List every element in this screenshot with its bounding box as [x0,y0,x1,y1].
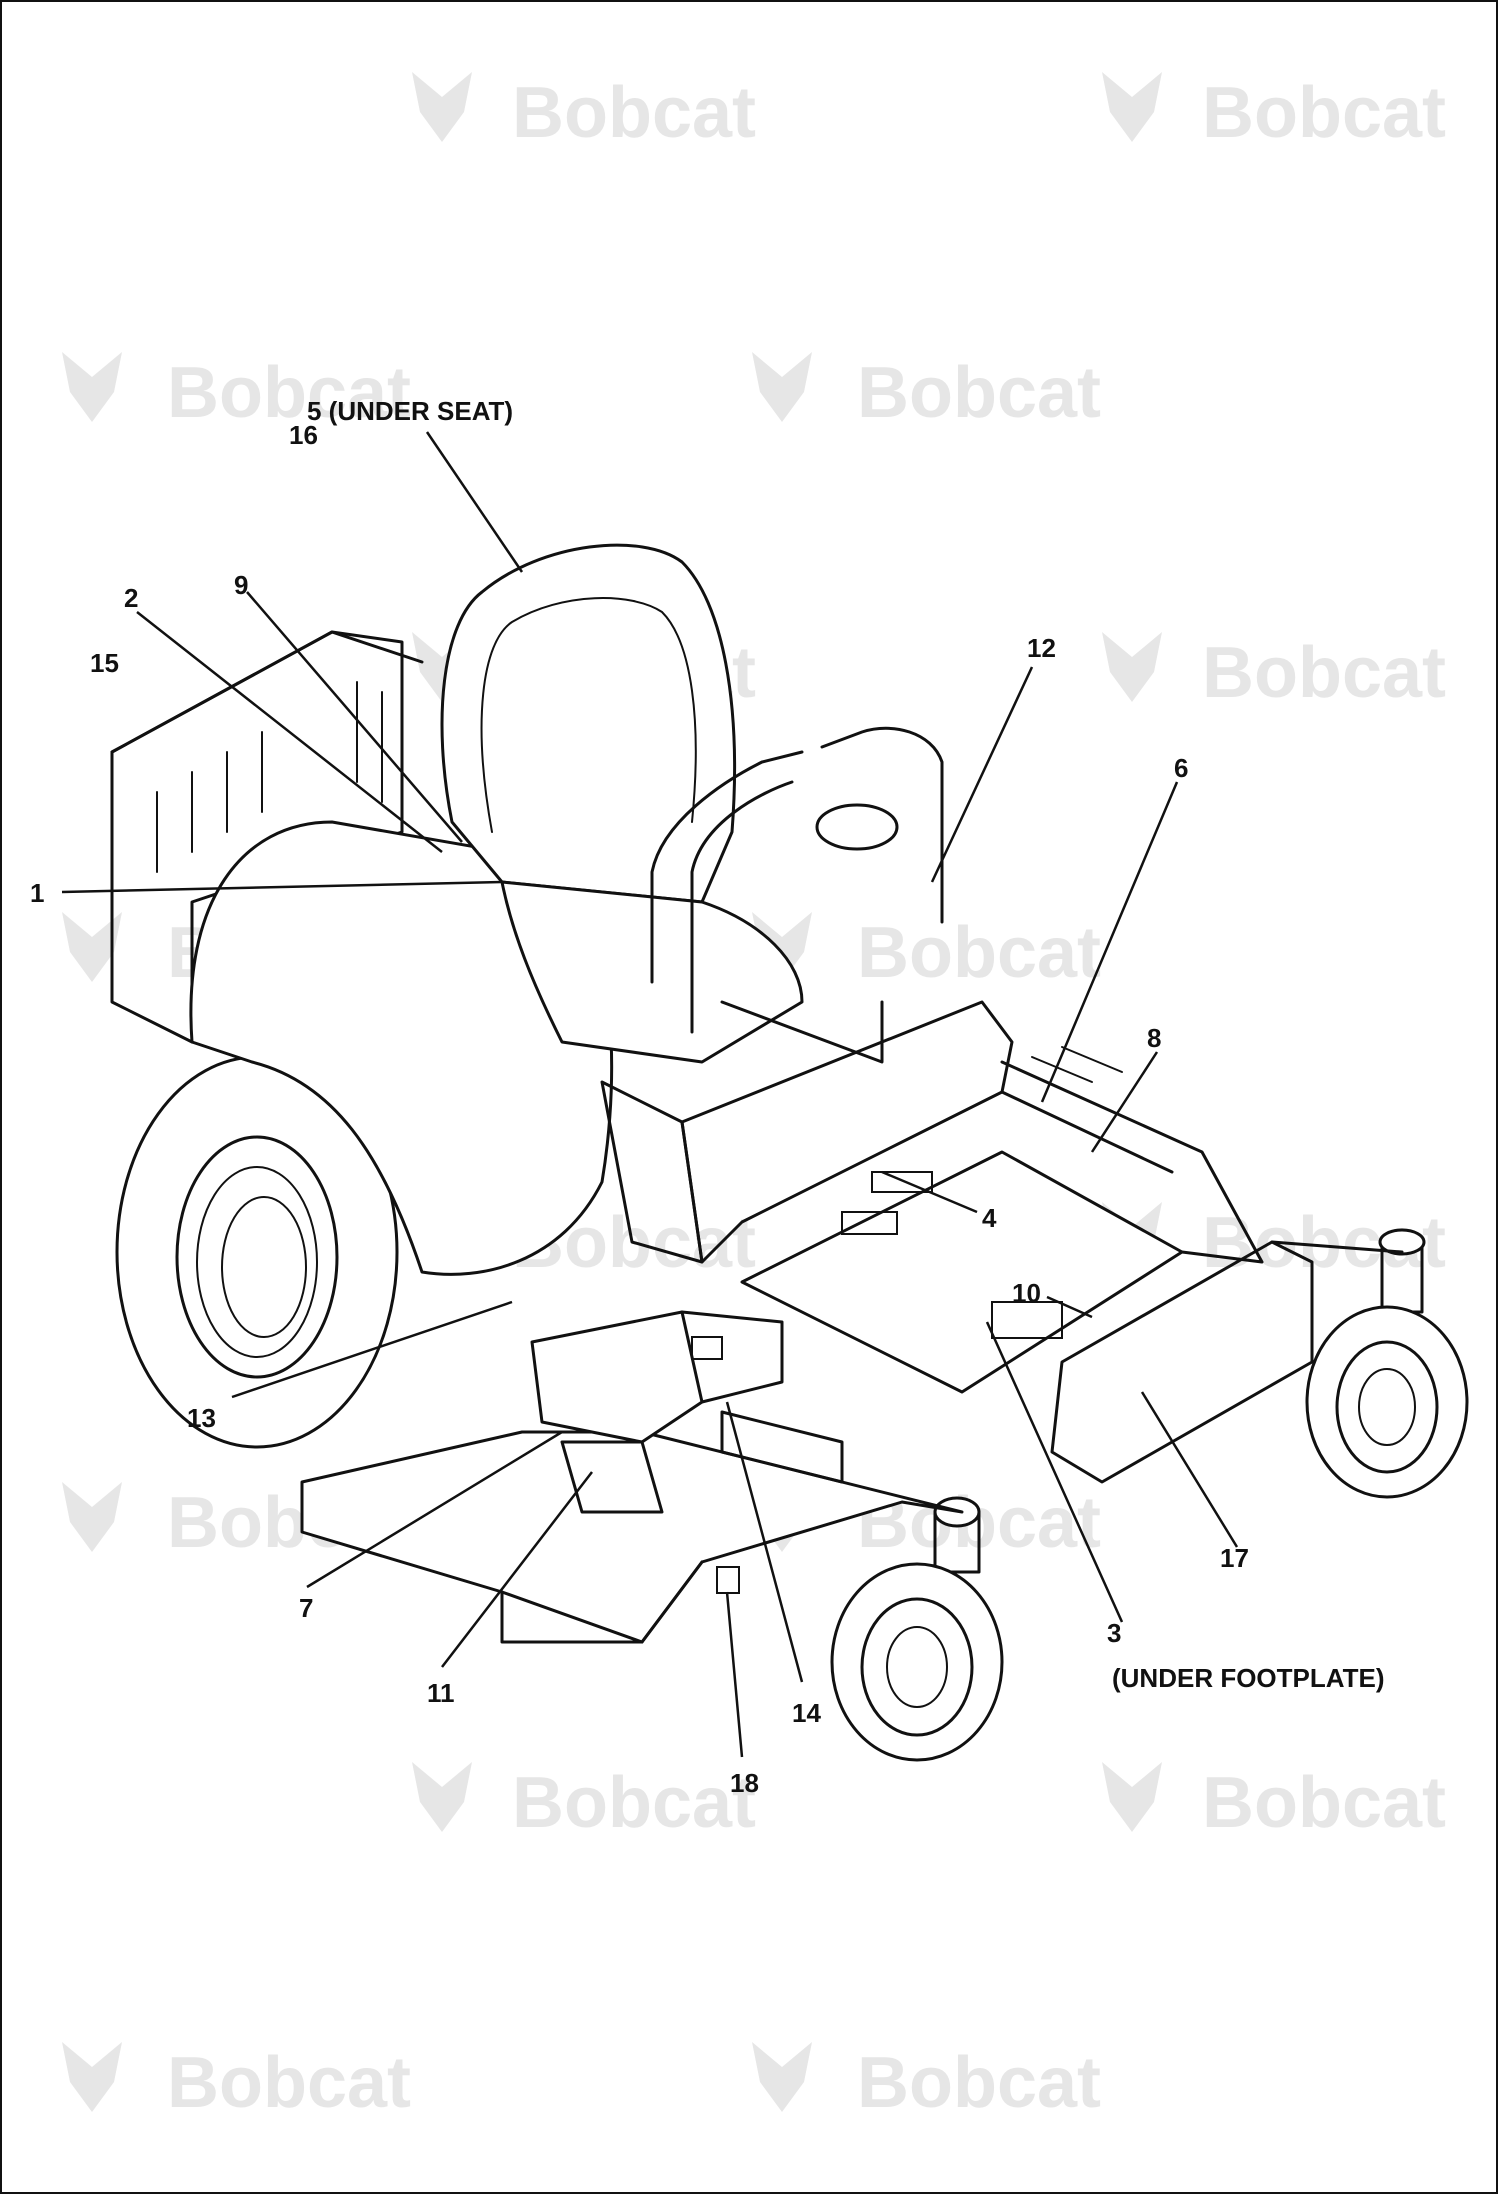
front-caster-left [830,1562,1004,1762]
callout-17: 17 [1220,1543,1249,1573]
callout-14: 14 [792,1698,821,1728]
rops-bar [650,750,804,984]
svg-text:Bobcat: Bobcat [512,1763,756,1843]
leader-12 [930,666,1034,883]
watermark: Bobcat [752,912,1101,993]
callout-8: 8 [1147,1023,1161,1053]
svg-text:Bobcat: Bobcat [1202,633,1446,713]
watermark: Bobcat [1102,632,1446,713]
watermark: Bobcat [412,72,756,153]
svg-text:Bobcat: Bobcat [857,913,1101,993]
callout-18: 18 [730,1768,759,1798]
callout-5: 5 (UNDER SEAT) [307,396,513,426]
callouts: 1 2 3 (UNDER FOOTPLATE) 4 5 (UNDER SEAT)… [30,396,1385,1798]
svg-text:Bobcat: Bobcat [167,2043,411,2123]
svg-text:Bobcat: Bobcat [857,2043,1101,2123]
fender [189,820,614,1276]
watermark: Bobcat [412,1762,756,1843]
leader-7 [306,1430,563,1589]
callout-9: 9 [234,570,248,600]
callout-3-note: (UNDER FOOTPLATE) [1112,1663,1385,1693]
callout-4: 4 [982,1203,997,1233]
leader-6 [1040,781,1179,1103]
leader-9 [246,591,463,843]
watermark: Bobcat [1102,1762,1446,1843]
leader-11 [441,1471,593,1668]
leader-17 [1140,1391,1239,1548]
leader-18 [725,1591,744,1758]
leader-2 [136,611,443,853]
callout-15: 15 [90,648,119,678]
leader-10 [1046,1295,1093,1319]
callout-12: 12 [1027,633,1056,663]
callout-1: 1 [30,878,44,908]
watermark: Bobcat [62,2042,411,2123]
leader-14 [725,1401,804,1683]
mower-deck [300,1430,964,1644]
callout-10: 10 [1012,1278,1041,1308]
watermark: Bobcat [1102,72,1446,153]
svg-text:Bobcat: Bobcat [857,353,1101,433]
leader-4 [881,1170,978,1214]
callout-7: 7 [299,1593,313,1623]
callout-13: 13 [187,1403,216,1433]
callout-16: 16 [289,420,318,450]
watermark: Bobcat [62,352,411,433]
leader-5 [425,431,524,573]
deck-box [530,1310,704,1444]
callout-6: 6 [1174,753,1188,783]
svg-text:Bobcat: Bobcat [1202,73,1446,153]
leader-13 [231,1300,513,1399]
svg-text:Bobcat: Bobcat [167,353,411,433]
leader-8 [1090,1051,1159,1153]
seat-back [440,543,737,904]
leader-lines [61,431,1239,1758]
svg-text:Bobcat: Bobcat [512,73,756,153]
front-caster-right [1305,1305,1469,1499]
callout-3: 3 [1107,1618,1121,1648]
leader-3 [985,1321,1124,1623]
watermark: Bobcat [752,352,1101,433]
leader-1 [61,880,503,894]
watermark: Bobcat [752,2042,1101,2123]
callout-2: 2 [124,583,138,613]
callout-11: 11 [427,1678,455,1708]
svg-text:Bobcat: Bobcat [1202,1763,1446,1843]
mower-drawing [110,543,1469,1762]
